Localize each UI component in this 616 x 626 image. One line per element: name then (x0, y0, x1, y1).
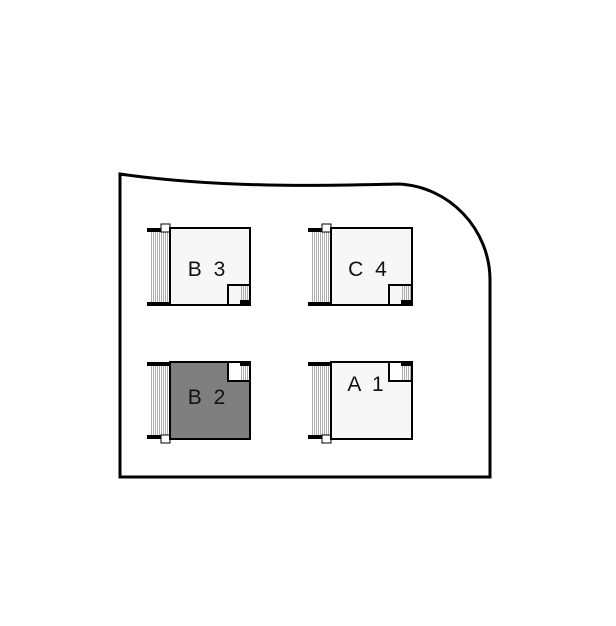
unit-a1-stair-line (388, 362, 412, 382)
unit-c4-stair-notch (388, 284, 412, 305)
unit-b3-stair-cap (240, 300, 251, 305)
unit-a1-balcony (311, 364, 331, 438)
unit-b3-balcony (150, 230, 170, 304)
unit-b3[interactable]: B 3 (147, 223, 251, 306)
unit-c4-balcony-rail-top (308, 228, 332, 232)
unit-c4-stair-cap (401, 300, 413, 305)
unit-b3-body[interactable] (169, 227, 251, 306)
unit-c4-balcony (311, 230, 331, 304)
unit-b2-label: B 2 (188, 386, 229, 409)
unit-b3-balcony-post-top (160, 223, 171, 233)
unit-c4-balcony-post-top (321, 223, 332, 233)
unit-b2-balcony-rail-top (147, 362, 171, 366)
unit-a1-balcony-post-bottom (321, 434, 332, 444)
unit-a1-label: A 1 (347, 373, 386, 396)
unit-a1-balcony-rail-bottom (308, 435, 332, 439)
unit-b2-balcony-post-bottom (160, 434, 171, 444)
unit-b3-label: B 3 (188, 258, 229, 281)
unit-c4-balcony-rail-bottom (308, 302, 332, 306)
unit-c4[interactable]: C 4 (308, 223, 413, 306)
unit-b3-stair-notch (227, 284, 250, 305)
unit-b2-balcony (150, 364, 170, 438)
unit-a1-stair-box (390, 363, 411, 380)
unit-b2[interactable]: B 2 (147, 361, 251, 444)
unit-b2-balcony-rail-bottom (147, 435, 171, 439)
unit-b2-stair-cap (240, 361, 251, 366)
unit-a1-balcony-hatch (312, 364, 331, 438)
unit-b2-stair-line (227, 362, 250, 382)
unit-c4-label: C 4 (348, 258, 390, 281)
unit-b3-balcony-rail-top (147, 228, 171, 232)
unit-a1-balcony-rail-top (308, 362, 332, 366)
unit-c4-balcony-hatch (312, 230, 331, 304)
unit-c4-body[interactable] (330, 227, 413, 306)
unit-a1-stair-cap (401, 361, 413, 366)
unit-a1[interactable]: A 1 (308, 361, 413, 444)
unit-b2-stair-box (229, 363, 249, 380)
unit-b3-balcony-rail-bottom (147, 302, 171, 306)
